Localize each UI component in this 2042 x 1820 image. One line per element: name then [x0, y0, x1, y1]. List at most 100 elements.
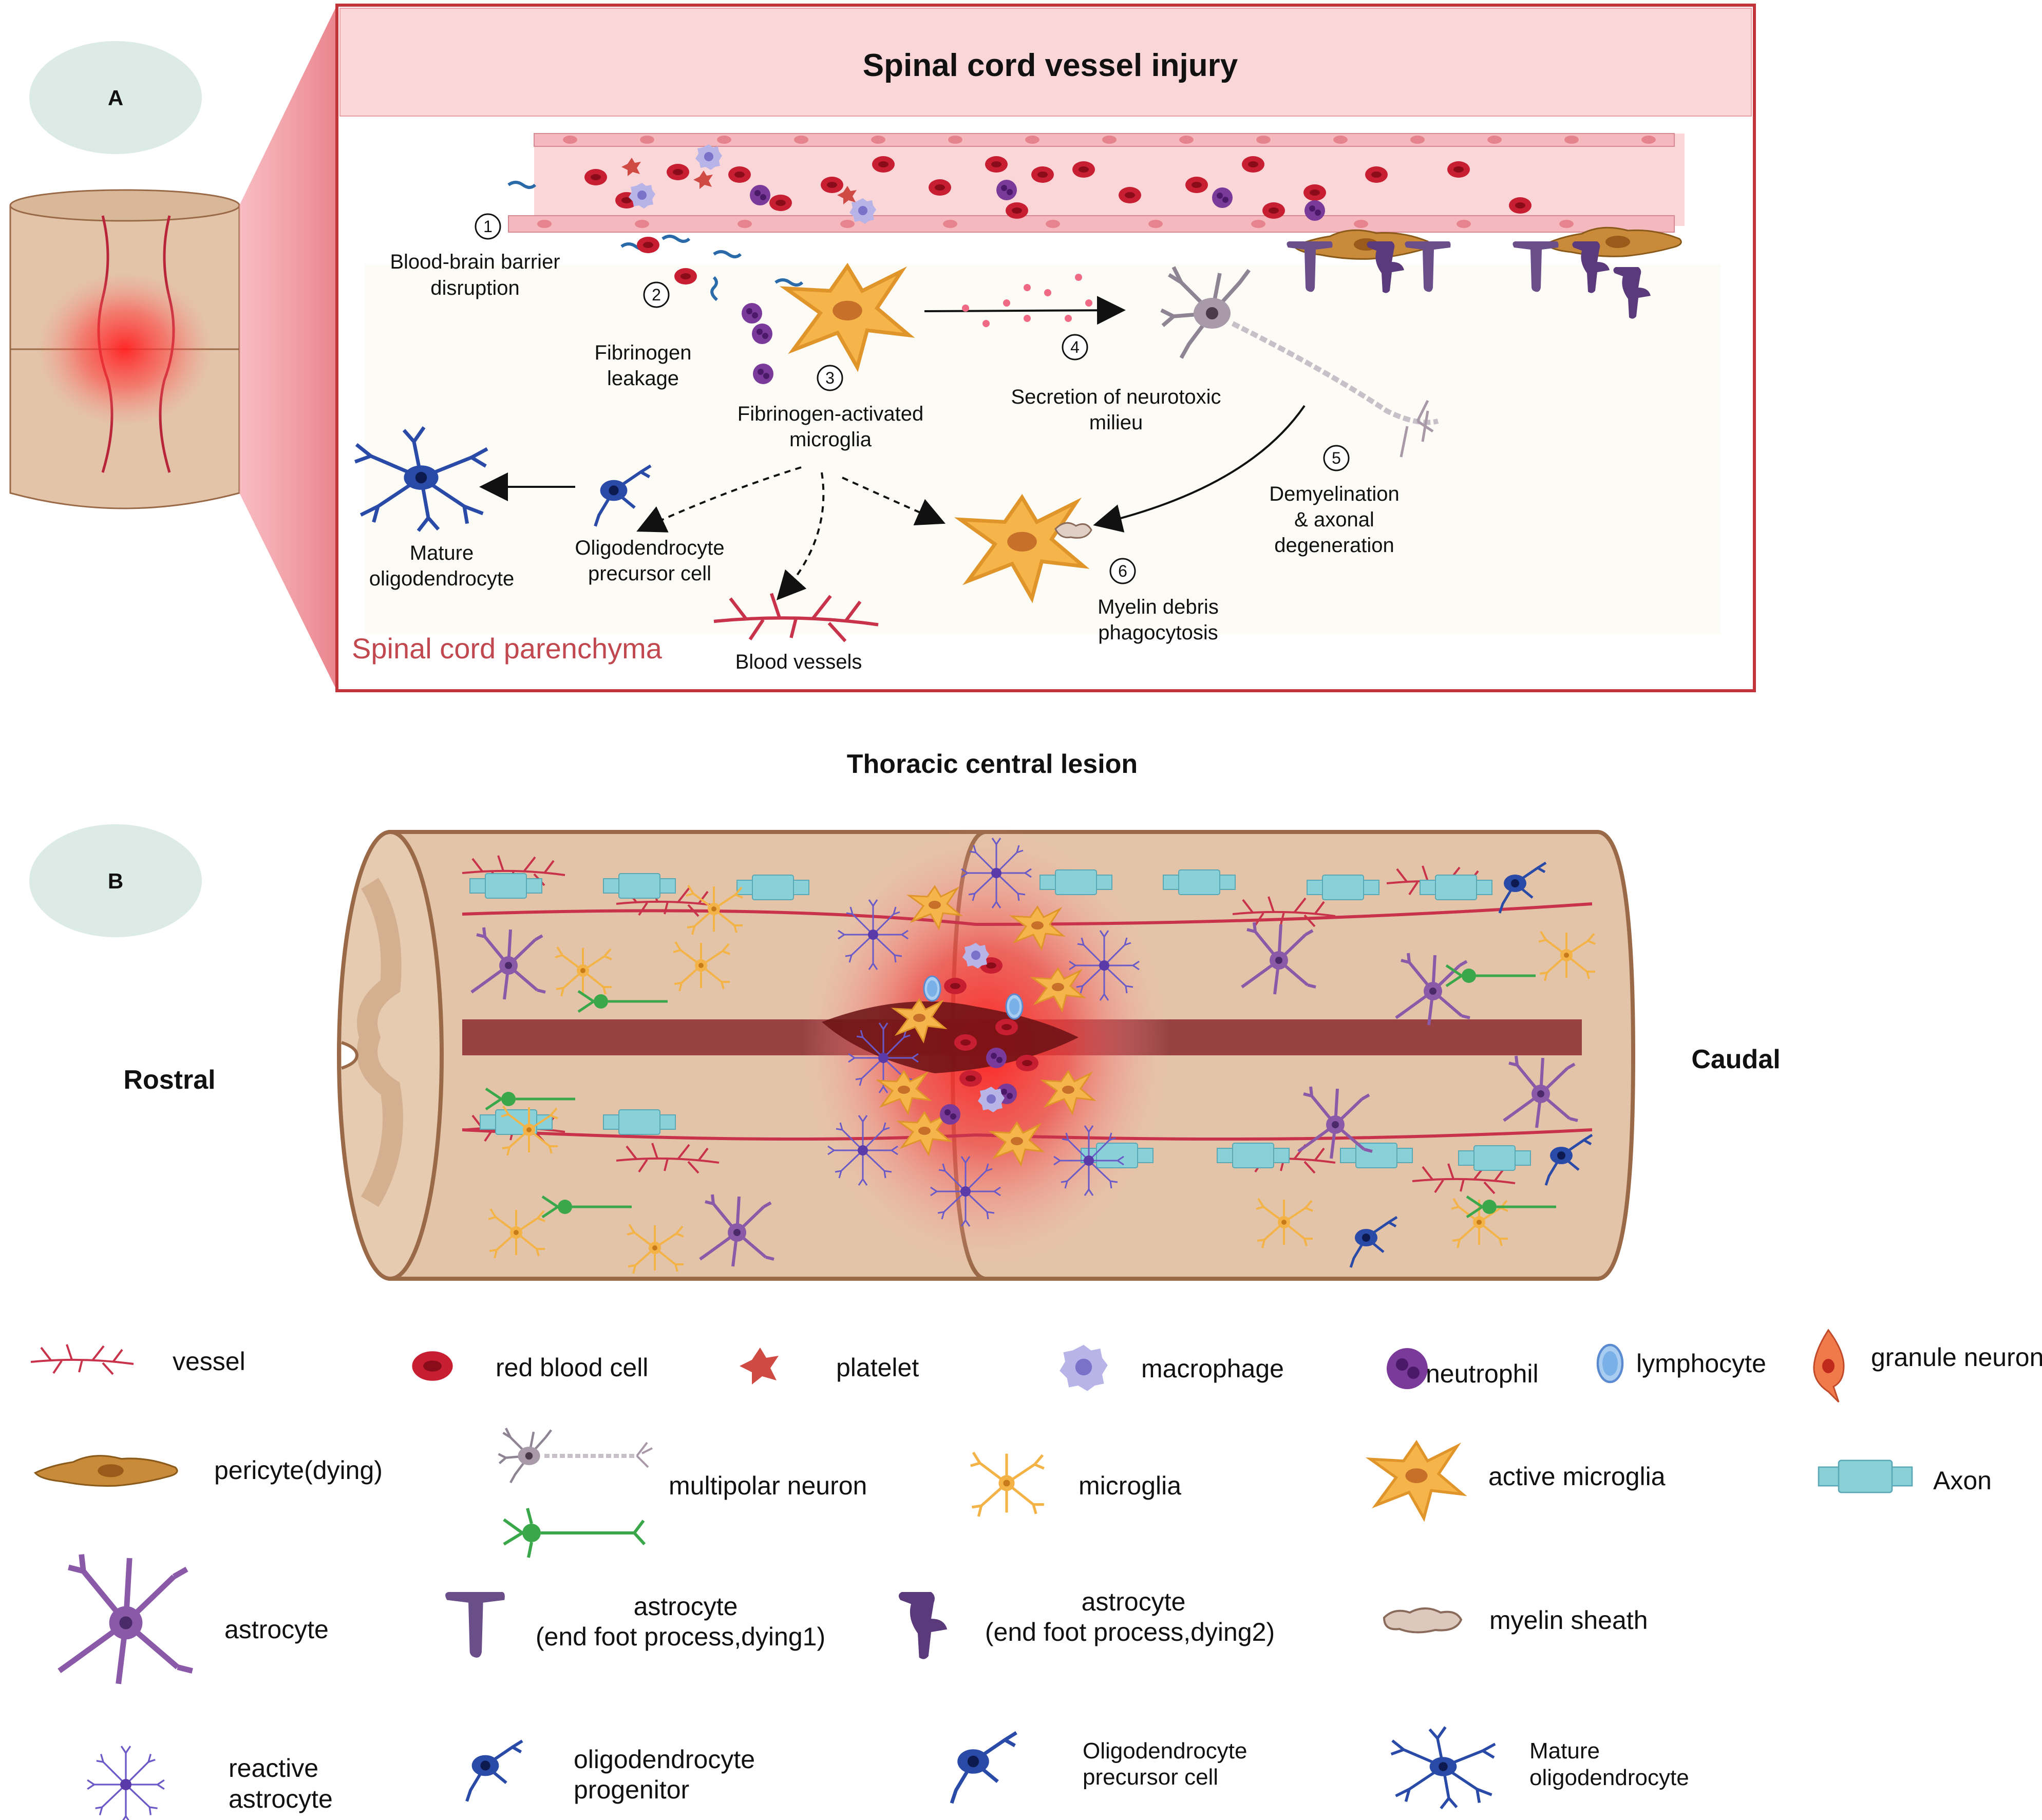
legend-neutrophil: neutrophil	[1426, 1359, 1539, 1388]
step-4: 4 Secretion of neurotoxic milieu	[1011, 334, 1221, 434]
step-5-line1: Demyelination	[1269, 483, 1399, 505]
mature-oligo-label-1: Mature	[410, 542, 474, 564]
legend-axon: Axon	[1933, 1466, 1992, 1495]
mature-oligo-label-2: oligodendrocyte	[369, 567, 514, 590]
legend-astrocyte: astrocyte	[224, 1615, 329, 1644]
step-5-line2: & axonal	[1294, 508, 1374, 531]
step-3-line2: microglia	[789, 428, 872, 451]
opc-label-1: Oligodendrocyte	[575, 537, 724, 559]
step-6: 6 Myelin debris phagocytosis	[1098, 558, 1219, 644]
legend-vessel-icon	[30, 1343, 135, 1375]
legend-oligo-progenitor-1: oligodendrocyte	[574, 1745, 755, 1774]
arrow-to-neuron	[924, 296, 1126, 325]
step-6-line1: Myelin debris	[1098, 596, 1219, 618]
blood-vessels-label: Blood vessels	[735, 651, 862, 673]
badge-b-label: B	[108, 869, 123, 893]
step-2-line1: Fibrinogen	[594, 342, 691, 364]
cord-cells-rostral	[471, 884, 774, 1275]
legend-oligo-progenitor-2: progenitor	[574, 1775, 689, 1804]
legend-lymphocyte-icon	[1598, 1345, 1622, 1382]
legend-active-microglia: active microglia	[1488, 1462, 1666, 1491]
parenchyma-label: Spinal cord parenchyma	[352, 632, 663, 665]
step-4-line1: Secretion of neurotoxic	[1011, 386, 1221, 408]
legend-active-microglia-icon	[1370, 1443, 1463, 1519]
legend-opc-icon	[952, 1733, 1016, 1803]
badge-b-shape	[29, 824, 202, 937]
legend-endfoot2-line2: (end foot process,dying2)	[985, 1618, 1275, 1646]
legend-endfoot1-icon	[445, 1592, 505, 1658]
step-2-number: 2	[652, 286, 661, 304]
legend-axon-icon	[1818, 1459, 1913, 1493]
step-1-line2: disruption	[430, 277, 519, 299]
legend-granule-neuron: granule neuron	[1871, 1343, 2042, 1372]
legend-macrophage-icon	[1060, 1344, 1108, 1391]
legend-red-blood-cell: red blood cell	[496, 1353, 648, 1382]
step-1: 1 Blood-brain barrier disruption	[390, 213, 560, 299]
dashed-arrow-to-phagocyte	[842, 477, 946, 526]
badge-a-shape	[29, 41, 202, 154]
cord-cells-caudal	[1242, 863, 1596, 1267]
step-5-line3: degeneration	[1274, 534, 1394, 557]
step-3-number: 3	[825, 369, 835, 387]
cord-vessels	[461, 855, 1593, 1195]
legend-reactive-astrocyte-icon	[86, 1745, 165, 1820]
zoom-wedge	[239, 5, 337, 691]
legend-lymphocyte: lymphocyte	[1636, 1349, 1766, 1378]
step-2: 2 Fibrinogen leakage	[594, 281, 692, 390]
legend-multipolar-neuron-icon	[499, 1428, 653, 1558]
legend-pericyte: pericyte(dying)	[214, 1456, 383, 1485]
panel-a-title: Spinal cord vessel injury	[863, 48, 1238, 83]
legend-opc-2: precursor cell	[1083, 1765, 1218, 1790]
legend-platelet-icon	[740, 1348, 779, 1385]
caudal-label: Caudal	[1691, 1045, 1780, 1074]
legend-macrophage: macrophage	[1141, 1354, 1284, 1383]
spinal-cord-cylinder	[9, 189, 240, 509]
legend-microglia-icon	[971, 1452, 1044, 1516]
badge-a-label: A	[108, 86, 123, 110]
endothelium-bottom	[508, 215, 1675, 233]
legend-microglia: microglia	[1079, 1471, 1181, 1500]
vessel-lumen	[534, 134, 1685, 226]
step-5-number: 5	[1332, 449, 1341, 467]
legend-granule-neuron-icon	[1813, 1329, 1845, 1403]
legend-reactive-astrocyte-1: reactive	[229, 1754, 318, 1783]
step-4-line2: milieu	[1089, 411, 1143, 434]
step-4-number: 4	[1070, 338, 1080, 356]
endothelium-top	[534, 133, 1675, 147]
legend-reactive-astrocyte-2: astrocyte	[229, 1785, 333, 1813]
legend-mature-oligo-icon	[1391, 1727, 1495, 1808]
legend-vessel: vessel	[173, 1347, 245, 1376]
legend-multipolar-neuron: multipolar neuron	[669, 1471, 867, 1500]
legend-opc-1: Oligodendrocyte	[1083, 1738, 1247, 1764]
step-2-line2: leakage	[607, 367, 679, 390]
legend-myelin-sheath-icon	[1383, 1607, 1463, 1634]
panel-a: A Spinal cord vessel injury	[9, 4, 1756, 692]
opc-label-2: precursor cell	[588, 562, 711, 585]
arrow-to-phagocyte	[1093, 405, 1306, 533]
legend-myelin-sheath: myelin sheath	[1489, 1606, 1648, 1635]
legend-pericyte-icon	[34, 1455, 178, 1487]
rostral-label: Rostral	[123, 1065, 215, 1095]
step-6-number: 6	[1118, 562, 1127, 580]
legend-neutrophil-icon	[1387, 1348, 1428, 1389]
legend-astrocyte-icon	[59, 1554, 192, 1684]
legend-endfoot1-line2: (end foot process,dying1)	[536, 1622, 825, 1651]
step-1-line1: Blood-brain barrier	[390, 251, 560, 273]
legend-platelet: platelet	[836, 1353, 919, 1382]
step-3-line1: Fibrinogen-activated	[738, 403, 923, 425]
legend: vessel red blood cell platelet macrophag…	[30, 1329, 2042, 1820]
myelin-debris	[1054, 522, 1092, 539]
legend-rbc-icon	[412, 1351, 453, 1381]
dashed-arrow-to-opc	[636, 466, 802, 533]
neurotoxic-particles	[962, 274, 1092, 327]
dashed-arrow-to-vessels	[776, 472, 825, 600]
legend-endfoot2-icon	[898, 1592, 948, 1659]
step-6-line2: phagocytosis	[1098, 621, 1218, 644]
legend-mature-oligo-1: Mature	[1529, 1738, 1600, 1764]
parenchyma-area	[365, 264, 1720, 634]
legend-endfoot1-line1: astrocyte	[634, 1592, 738, 1621]
title-band	[339, 8, 1752, 117]
legend-oligo-progenitor-icon	[467, 1741, 522, 1802]
panel-b: B Thoracic central lesion Rostral Caudal	[29, 749, 1781, 1281]
